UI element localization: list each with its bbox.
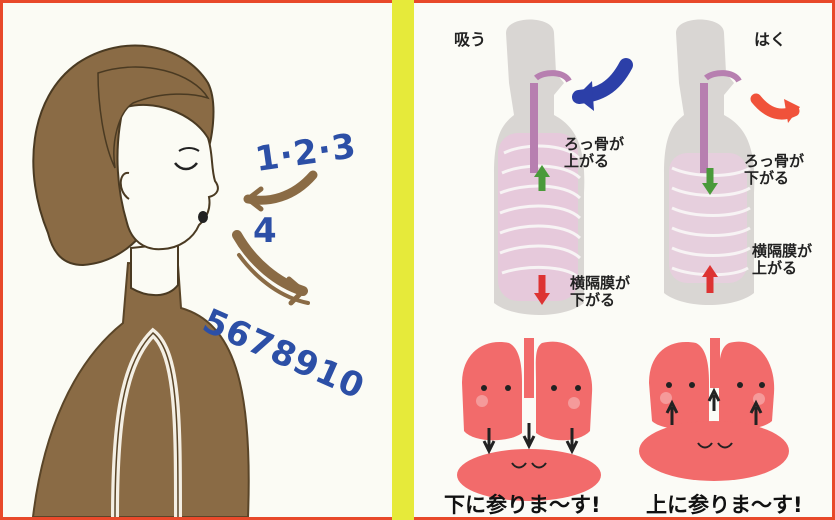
exhale-diaphragm-label: 横隔膜が 上がる [752,243,812,278]
inhale-rib-label-line1: ろっ骨が [564,136,624,153]
panel-divider [392,0,414,520]
count-four: 4 [253,211,278,251]
inhale-rib-label: ろっ骨が 上がる [564,136,624,171]
breathing-anatomy-panel: 吸う はく ろっ骨が 上がる 横隔膜が 下がる ろっ骨が 下がる 横隔膜が 上が… [414,3,832,517]
inhale-caption: 下に参りま〜す! [444,489,601,519]
exhale-rib-label-line2: 下がる [744,170,804,187]
breathing-woman-panel: 1·2·3 4 5678910 [3,3,392,517]
exhale-lungs [639,338,789,481]
exhale-diaphragm-label-line1: 横隔膜が [752,243,812,260]
inhale-title: 吸う [454,31,486,49]
exhale-title: はく [754,31,786,49]
inhale-diaphragm-label-line1: 横隔膜が [570,275,630,292]
exhale-torso [664,20,754,306]
exhale-rib-label-line1: ろっ骨が [744,153,804,170]
woman-body [33,263,249,517]
woman-illustration [3,3,392,517]
inhale-diaphragm-label-line2: 下がる [570,292,630,309]
inhale-rib-label-line2: 上がる [564,153,624,170]
exhale-diaphragm-label-line2: 上がる [752,260,812,277]
exhale-caption: 上に参りま〜す! [646,489,803,519]
inhale-diaphragm-label: 横隔膜が 下がる [570,275,630,310]
inhale-lungs [457,338,601,501]
exhale-rib-label: ろっ骨が 下がる [744,153,804,188]
